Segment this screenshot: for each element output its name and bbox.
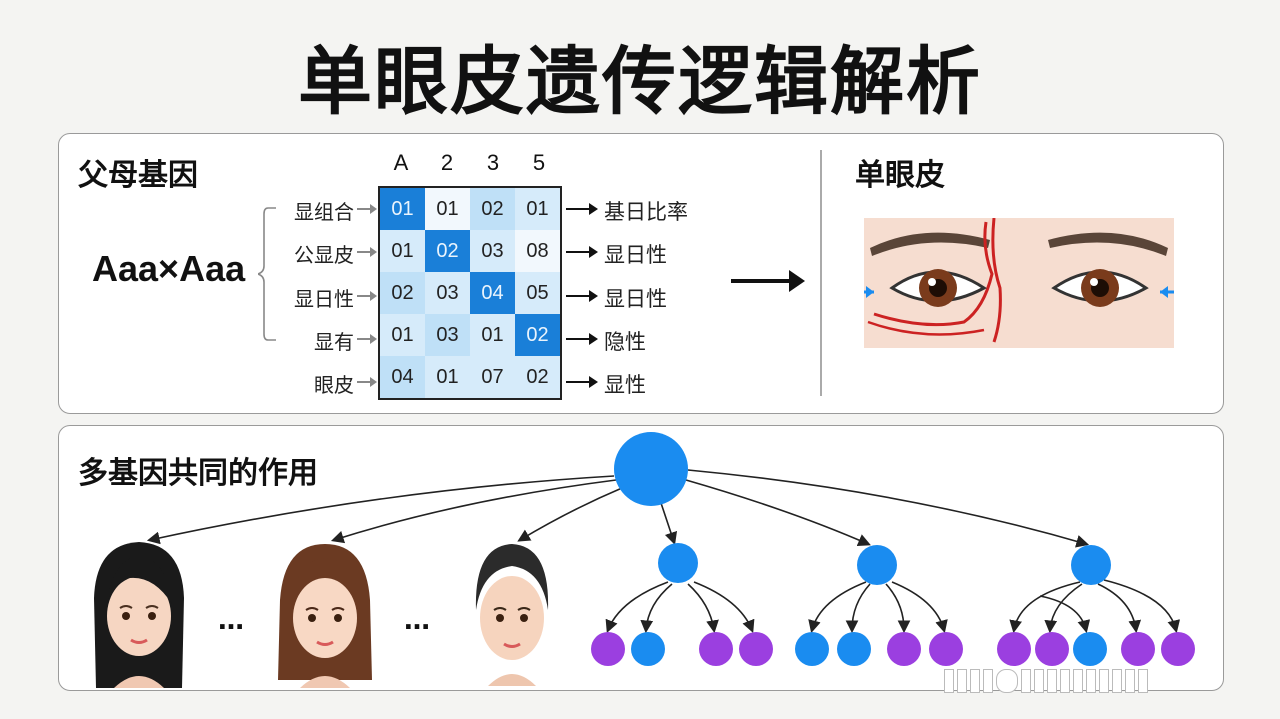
- output-label: 隐性: [604, 330, 646, 354]
- gene-leaf-purple: [1161, 632, 1195, 666]
- output-arrow: [566, 376, 598, 388]
- gene-node: [1071, 545, 1111, 585]
- gene-leaf-purple: [1121, 632, 1155, 666]
- gene-leaf-blue: [631, 632, 665, 666]
- brace-connector: [258, 207, 276, 341]
- grid-cell: 01: [425, 188, 470, 230]
- result-arrow-icon: [731, 270, 805, 292]
- output-label: 基日比率: [604, 200, 688, 224]
- row-label: 显有: [314, 330, 354, 354]
- gene-leaf-purple: [591, 632, 625, 666]
- parents-section-title: 父母基因: [78, 158, 198, 193]
- single-eyelid-eyes-illustration: [864, 218, 1174, 348]
- gene-leaf-blue: [1073, 632, 1107, 666]
- root-gene-node: [614, 432, 688, 506]
- gene-leaf-purple: [699, 632, 733, 666]
- grid-cell: 02: [470, 188, 515, 230]
- grid-cell: 01: [380, 314, 425, 356]
- watermark: [944, 666, 1256, 696]
- ellipsis-1: …: [218, 606, 246, 636]
- grid-cell: 04: [470, 272, 515, 314]
- column-header: A: [393, 150, 409, 175]
- row-arrow: [357, 204, 377, 214]
- output-arrow: [566, 203, 598, 215]
- output-label: 显日性: [604, 287, 667, 311]
- row-label: 眼皮: [314, 373, 354, 397]
- row-label: 显日性: [294, 287, 354, 311]
- gene-leaf-purple: [739, 632, 773, 666]
- output-arrow: [566, 290, 598, 302]
- column-header: 5: [532, 150, 546, 175]
- genotype-formula: Aaa×Aaa: [92, 248, 246, 289]
- grid-cell: 01: [380, 230, 425, 272]
- grid-cell: 03: [425, 272, 470, 314]
- gene-leaf-purple: [929, 632, 963, 666]
- grid-cell: 01: [470, 314, 515, 356]
- column-header: 2: [440, 150, 454, 175]
- grid-cell: 01: [425, 356, 470, 398]
- ellipsis-2: …: [404, 606, 432, 636]
- column-header: 3: [486, 150, 500, 175]
- row-arrow: [357, 334, 377, 344]
- face-portrait-3: [475, 544, 549, 686]
- row-label: 显组合: [294, 200, 354, 224]
- grid-cell: 02: [515, 356, 560, 398]
- grid-cell: 02: [425, 230, 470, 272]
- gene-leaf-purple: [1035, 632, 1069, 666]
- grid-cell: 03: [425, 314, 470, 356]
- row-arrow: [357, 247, 377, 257]
- gene-node: [857, 545, 897, 585]
- output-label: 显日性: [604, 243, 667, 267]
- row-label: 公显皮: [294, 243, 354, 267]
- grid-cell: 01: [515, 188, 560, 230]
- face-portrait-1: [94, 542, 184, 688]
- grid-cell: 01: [380, 188, 425, 230]
- page-title: 单眼皮遗传逻辑解析: [298, 39, 982, 125]
- gene-node: [658, 543, 698, 583]
- polygenic-section-title: 多基因共同的作用: [78, 456, 318, 491]
- grid-cell: 07: [470, 356, 515, 398]
- row-arrow: [357, 291, 377, 301]
- gene-leaf-blue: [837, 632, 871, 666]
- grid-cell: 04: [380, 356, 425, 398]
- grid-cell: 03: [470, 230, 515, 272]
- grid-cell: 02: [515, 314, 560, 356]
- output-arrow: [566, 333, 598, 345]
- gene-leaf-purple: [997, 632, 1031, 666]
- output-label: 显性: [604, 373, 646, 397]
- gene-leaf-purple: [887, 632, 921, 666]
- panel-divider: [820, 150, 822, 396]
- output-arrow: [566, 246, 598, 258]
- grid-cell: 05: [515, 272, 560, 314]
- result-section-title: 单眼皮: [855, 158, 945, 193]
- grid-cell: 02: [380, 272, 425, 314]
- gene-leaf-blue: [795, 632, 829, 666]
- face-portrait-2: [278, 544, 372, 688]
- grid-cell: 08: [515, 230, 560, 272]
- row-arrow: [357, 377, 377, 387]
